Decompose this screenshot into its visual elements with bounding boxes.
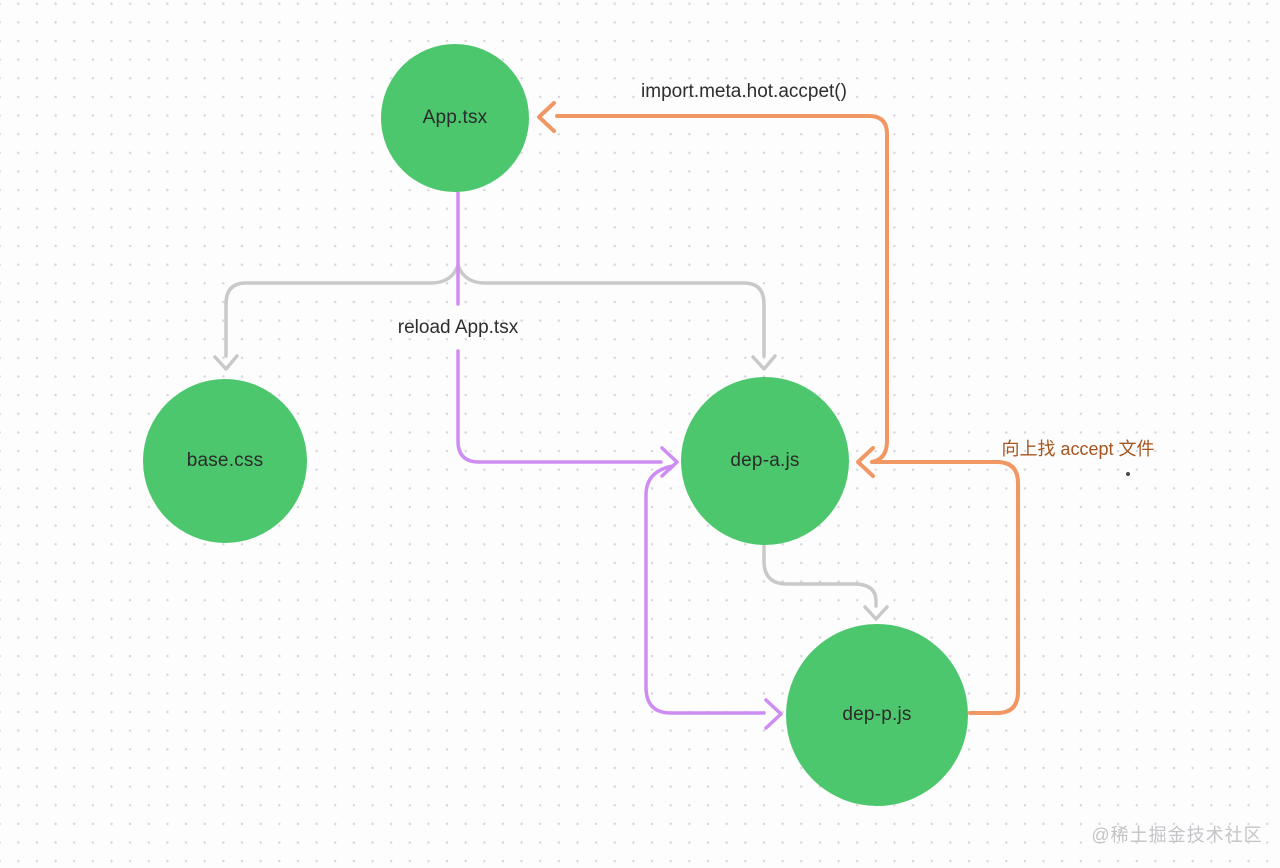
edge-app-to-depa: [456, 263, 766, 358]
juejin-watermark: @稀土掘金技术社区: [1091, 825, 1263, 845]
edge-label-reload: reload App.tsx: [397, 317, 519, 338]
arrowhead-down-depa: [751, 354, 777, 371]
arrowhead-left-depa-orange: [856, 446, 875, 478]
edge-app-to-basecss: [224, 263, 460, 358]
node-base-css: base.css: [143, 379, 307, 543]
node-dep-p-js-label: dep-p.js: [842, 704, 912, 725]
arrowhead-right-depa-purple: [660, 446, 679, 478]
node-dep-a-js-label: dep-a.js: [730, 450, 800, 471]
edge-label-find-accept: 向上找 accept 文件: [1001, 439, 1155, 459]
arrowhead-left-app-orange: [537, 101, 556, 133]
arrowhead-down-basecss: [213, 354, 239, 371]
arrowhead-right-depp-purple: [764, 698, 783, 730]
node-app-tsx: App.tsx: [381, 44, 529, 192]
edge-reload-lower-segment: [456, 349, 663, 464]
node-app-tsx-label: App.tsx: [422, 107, 488, 128]
node-dep-p-js: dep-p.js: [786, 624, 968, 806]
edge-depp-to-depa-orange: [872, 460, 1020, 715]
edge-depa-to-app-orange: [555, 114, 889, 464]
edge-depa-to-depp-gray: [762, 544, 878, 608]
edge-label-hot-accept: import.meta.hot.accpet(): [641, 81, 847, 102]
node-base-css-label: base.css: [186, 450, 264, 471]
stray-dot-mark: [1126, 472, 1130, 476]
edge-depa-to-depp-purple: [644, 464, 766, 715]
arrowhead-down-depp: [863, 605, 889, 621]
node-dep-a-js: dep-a.js: [681, 377, 849, 545]
